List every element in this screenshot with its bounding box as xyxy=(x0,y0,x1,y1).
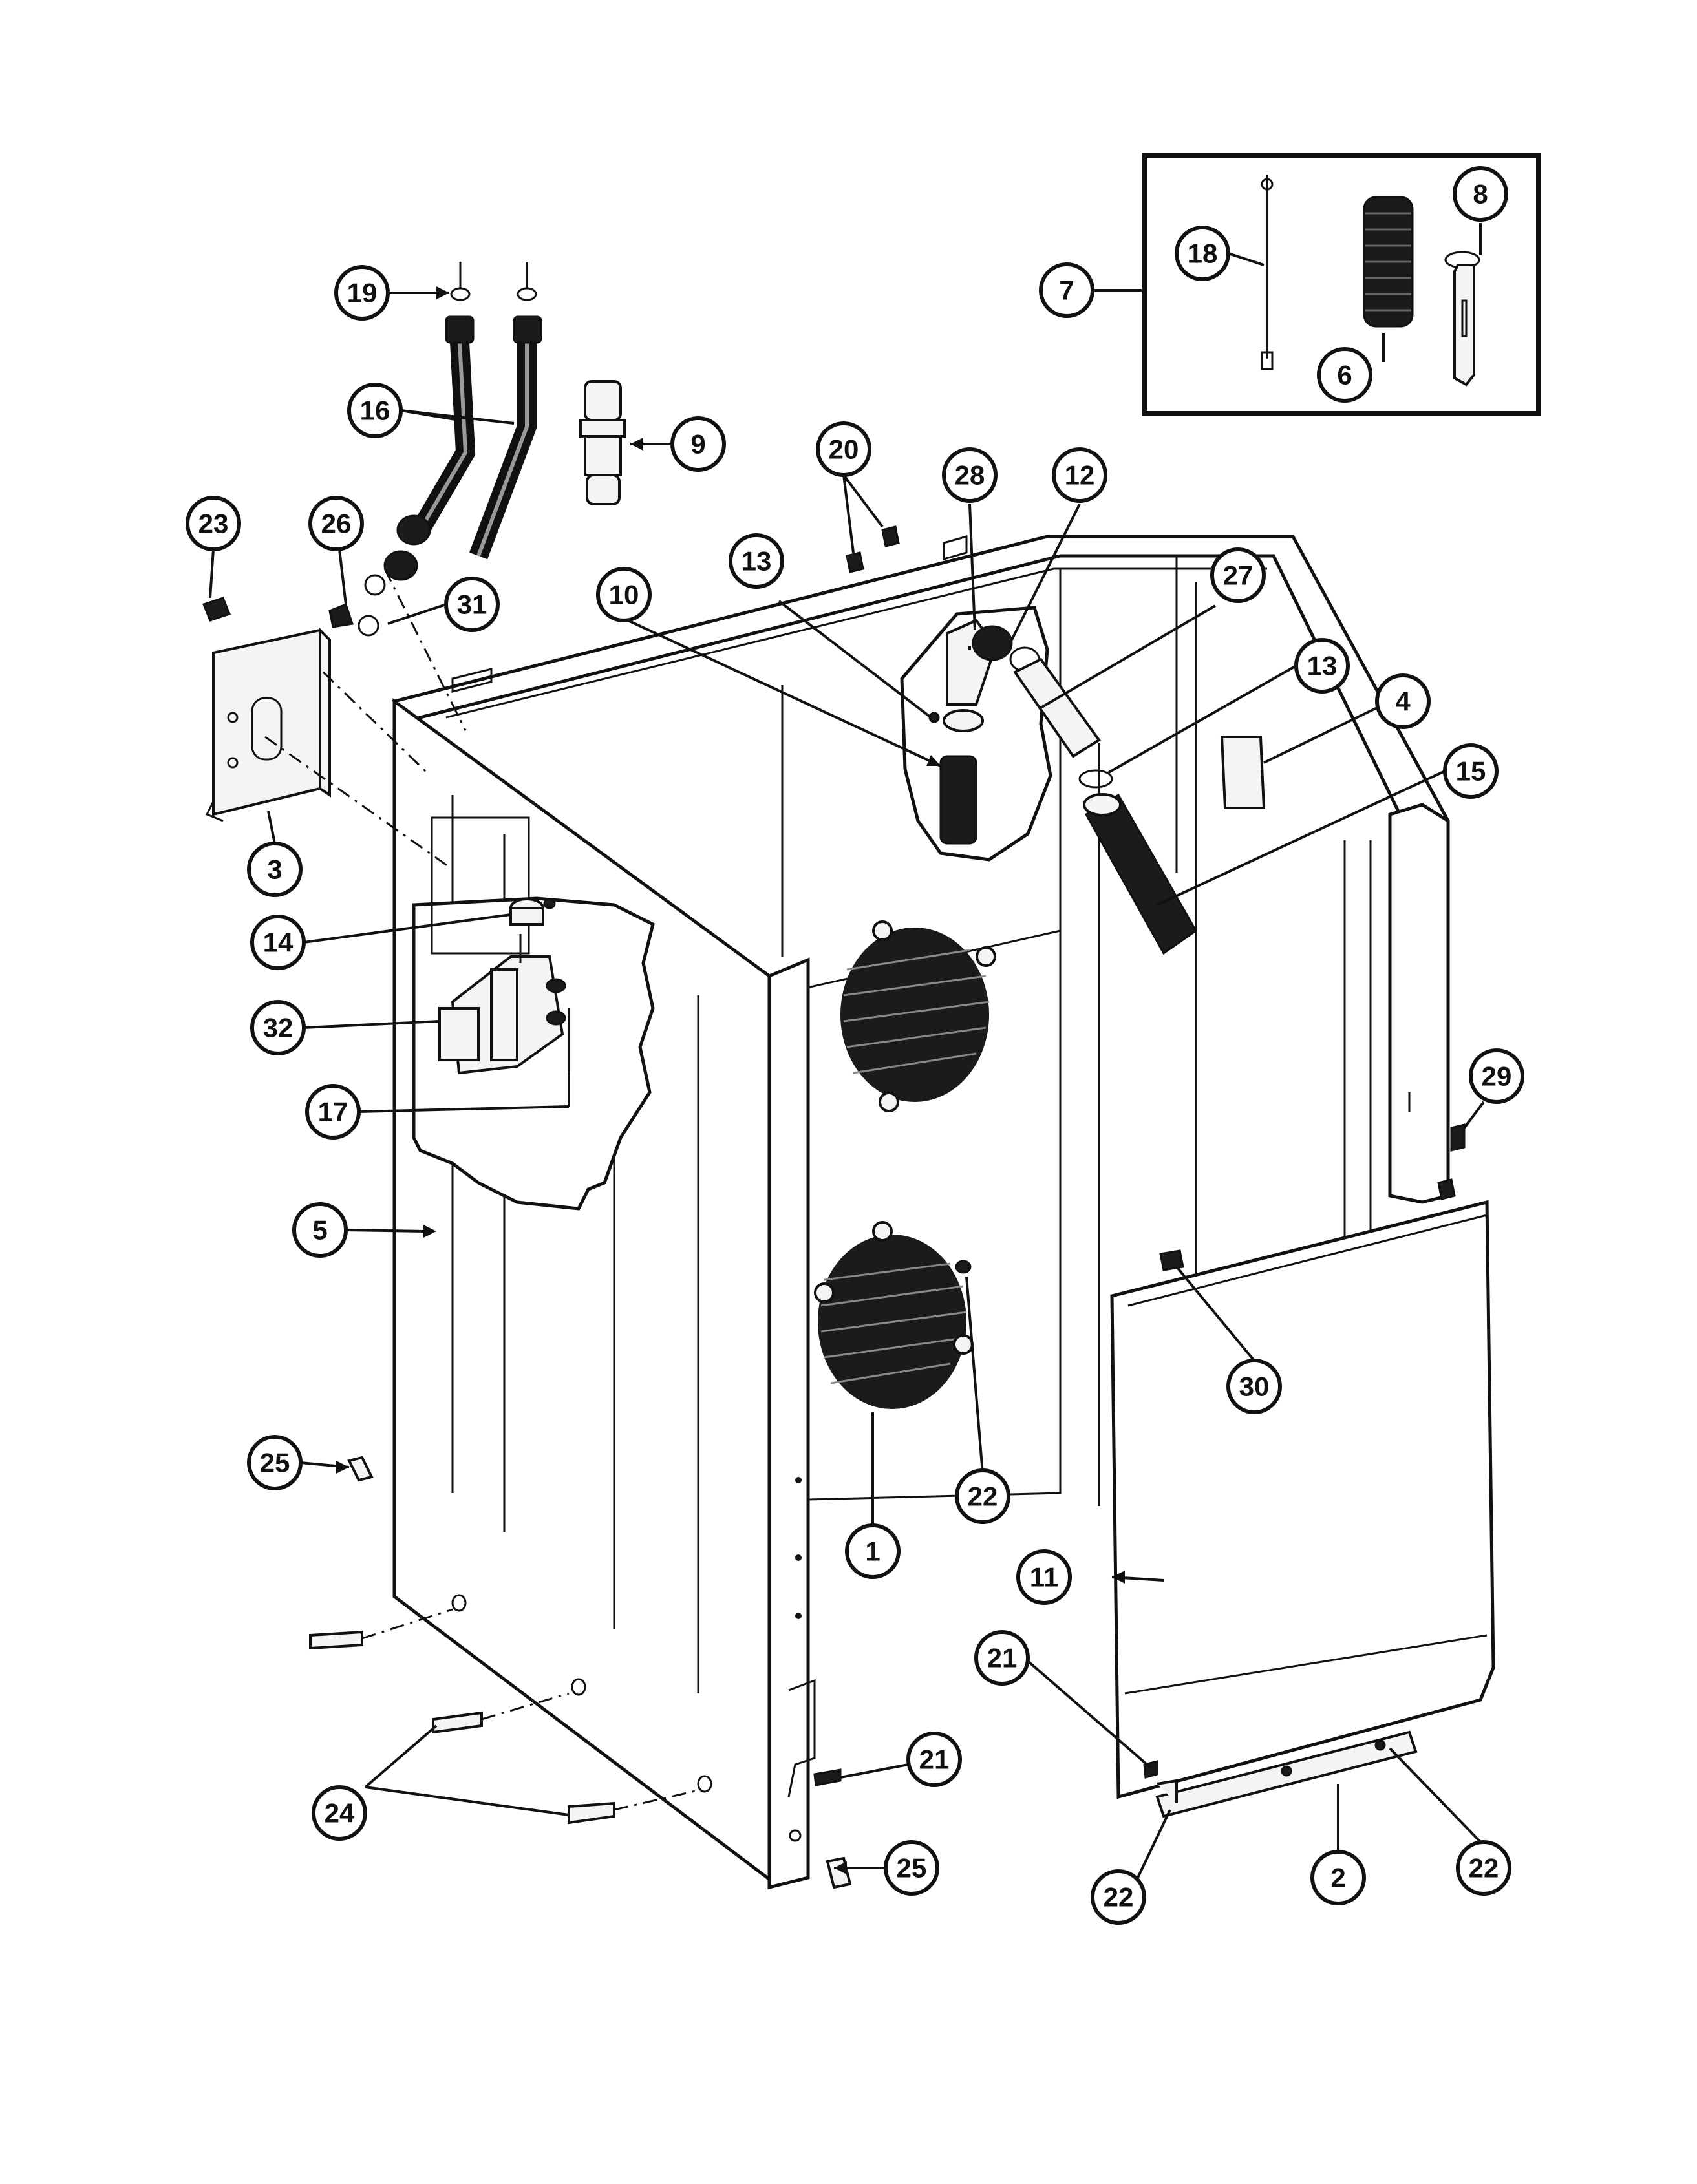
washer-part xyxy=(364,574,386,596)
svg-text:12: 12 xyxy=(1065,460,1095,491)
water-valve-part xyxy=(438,934,570,1075)
svg-text:7: 7 xyxy=(1059,275,1074,306)
svg-text:25: 25 xyxy=(897,1853,927,1883)
callout-25-left: 25 xyxy=(247,1435,303,1490)
callout-1: 1 xyxy=(845,1523,901,1579)
callout-6: 6 xyxy=(1317,347,1372,403)
svg-text:19: 19 xyxy=(347,278,378,308)
inlet-hoses-part xyxy=(383,262,542,581)
svg-text:6: 6 xyxy=(1337,360,1352,390)
access-cover-lower xyxy=(814,1221,974,1409)
base-rail-part xyxy=(1155,1730,1418,1818)
callout-21-left: 21 xyxy=(906,1732,962,1787)
svg-text:30: 30 xyxy=(1239,1372,1270,1402)
callout-22-rail-left: 22 xyxy=(1091,1869,1146,1925)
svg-text:5: 5 xyxy=(312,1215,327,1246)
callout-9: 9 xyxy=(670,416,726,472)
callout-22-cover: 22 xyxy=(955,1468,1010,1524)
svg-text:25: 25 xyxy=(260,1448,290,1478)
corrugated-sleeve-part xyxy=(1363,196,1414,328)
callout-27: 27 xyxy=(1210,547,1266,603)
callout-10: 10 xyxy=(596,567,652,622)
callout-13-upper: 13 xyxy=(729,533,784,589)
callout-31: 31 xyxy=(444,577,500,632)
callout-4: 4 xyxy=(1375,673,1431,729)
callout-12: 12 xyxy=(1052,447,1107,503)
callout-8: 8 xyxy=(1453,166,1508,222)
callout-32: 32 xyxy=(250,1000,306,1055)
drain-fittings xyxy=(846,525,1266,955)
callout-20: 20 xyxy=(816,421,871,477)
svg-text:23: 23 xyxy=(198,509,229,539)
callout-2: 2 xyxy=(1310,1850,1366,1905)
svg-text:22: 22 xyxy=(968,1481,998,1512)
callout-22-rail-right: 22 xyxy=(1456,1840,1511,1896)
callout-16: 16 xyxy=(347,383,403,438)
callout-5: 5 xyxy=(292,1202,348,1258)
svg-text:13: 13 xyxy=(1307,651,1338,681)
svg-text:26: 26 xyxy=(321,509,352,539)
arrowheads xyxy=(336,286,1125,1874)
callout-21-right: 21 xyxy=(974,1630,1030,1686)
svg-text:11: 11 xyxy=(1030,1562,1058,1593)
leader-lines xyxy=(209,292,1485,1878)
svg-text:17: 17 xyxy=(318,1097,348,1127)
svg-text:29: 29 xyxy=(1482,1061,1512,1092)
access-cover-upper xyxy=(840,920,996,1112)
svg-text:4: 4 xyxy=(1395,686,1411,717)
callout-18: 18 xyxy=(1175,226,1230,281)
callout-17: 17 xyxy=(305,1084,361,1140)
svg-text:16: 16 xyxy=(360,396,390,426)
ground-strap-part xyxy=(1261,175,1274,370)
svg-text:21: 21 xyxy=(987,1643,1018,1673)
callout-23: 23 xyxy=(186,496,241,551)
cutaway-top-area xyxy=(900,606,1052,862)
svg-text:8: 8 xyxy=(1473,179,1488,209)
callout-15: 15 xyxy=(1443,743,1499,799)
svg-text:13: 13 xyxy=(742,546,772,577)
svg-text:22: 22 xyxy=(1104,1882,1134,1913)
screws-top-left xyxy=(202,597,354,628)
callout-11: 11 xyxy=(1016,1549,1072,1605)
svg-text:20: 20 xyxy=(829,434,859,465)
callout-13-lower: 13 xyxy=(1294,638,1350,694)
callout-3: 3 xyxy=(247,842,303,897)
hose-coupler-part xyxy=(579,380,626,505)
callout-28: 28 xyxy=(942,447,998,503)
callout-26: 26 xyxy=(308,496,364,551)
callout-29: 29 xyxy=(1469,1048,1524,1104)
bracket-part xyxy=(1444,251,1480,387)
valve-opening xyxy=(431,816,530,955)
callout-25-right: 25 xyxy=(884,1840,939,1896)
svg-text:31: 31 xyxy=(457,589,487,620)
svg-text:14: 14 xyxy=(263,928,294,958)
svg-text:28: 28 xyxy=(955,460,985,491)
callout-7: 7 xyxy=(1039,262,1094,318)
svg-text:3: 3 xyxy=(267,854,282,885)
svg-text:32: 32 xyxy=(263,1013,294,1043)
svg-text:10: 10 xyxy=(609,580,639,610)
front-panel-part xyxy=(1110,1092,1495,1799)
mounting-bracket-part xyxy=(205,627,331,822)
svg-text:24: 24 xyxy=(325,1798,355,1829)
svg-text:18: 18 xyxy=(1188,239,1218,269)
callout-14: 14 xyxy=(250,915,306,970)
svg-text:15: 15 xyxy=(1456,756,1486,787)
callout-24: 24 xyxy=(312,1785,367,1841)
svg-text:22: 22 xyxy=(1469,1853,1499,1883)
svg-text:21: 21 xyxy=(919,1744,950,1775)
svg-text:27: 27 xyxy=(1223,560,1254,591)
svg-text:2: 2 xyxy=(1330,1863,1345,1893)
callout-19: 19 xyxy=(334,265,390,321)
svg-text:1: 1 xyxy=(865,1536,880,1567)
callout-30: 30 xyxy=(1226,1359,1282,1414)
hose-clamp-part xyxy=(509,898,556,926)
svg-text:9: 9 xyxy=(690,429,705,460)
